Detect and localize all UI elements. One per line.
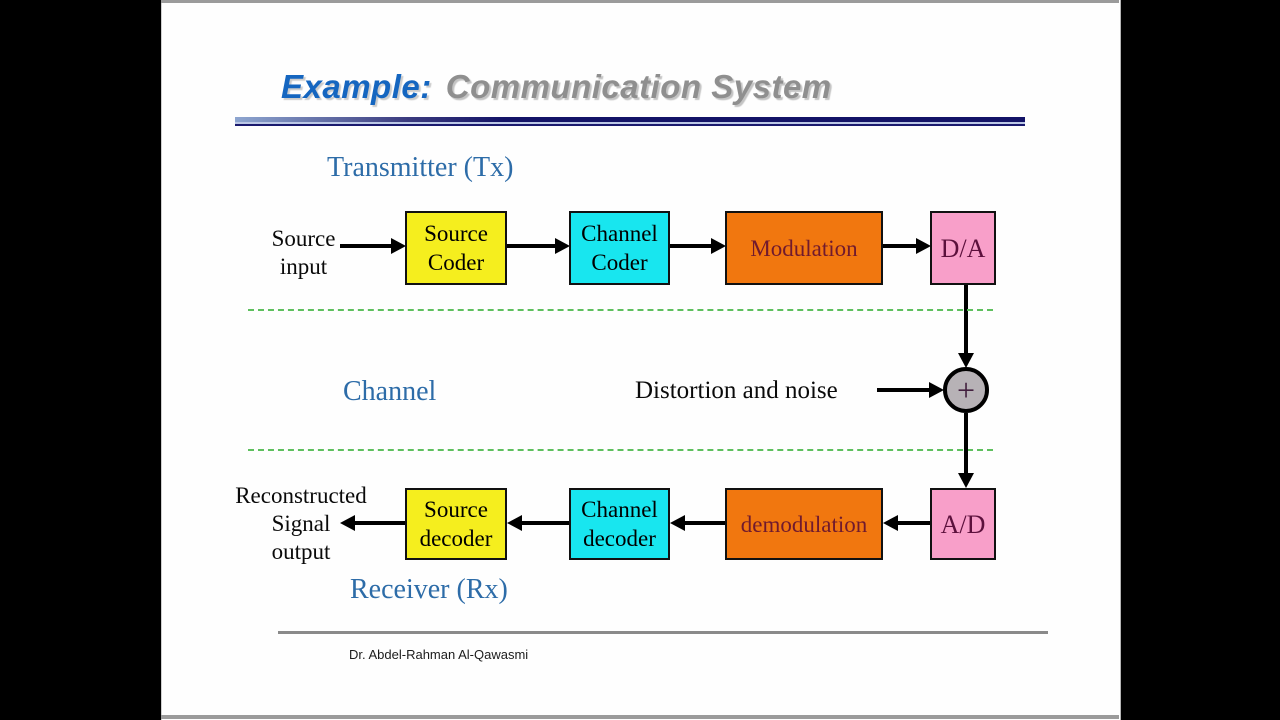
transmitter-section-label: Transmitter (Tx) (327, 152, 514, 183)
channel-boundary-bottom (248, 449, 993, 451)
arrow-modulation-to-da (883, 244, 916, 248)
block-da-converter: D/A (930, 211, 996, 285)
distortion-noise-label: Distortion and noise (635, 377, 838, 404)
top-border-line (161, 0, 1119, 3)
arrowhead-right-icon (916, 238, 931, 254)
arrow-input-to-source-coder (340, 244, 391, 248)
slide-title: Example: Communication System (281, 68, 832, 106)
arrow-noise-to-adder (877, 388, 929, 392)
adder-node: + (943, 367, 989, 413)
block-demodulation: demodulation (725, 488, 883, 560)
title-prefix: Example: (281, 68, 432, 105)
arrowhead-left-icon (883, 515, 898, 531)
source-input-label: Source input (271, 226, 336, 279)
arrow-source-decoder-to-output (354, 521, 405, 525)
title-underline-rule (235, 117, 1025, 126)
arrowhead-right-icon (929, 382, 944, 398)
arrowhead-left-icon (507, 515, 522, 531)
channel-boundary-top (248, 309, 993, 311)
block-source-coder: Source Coder (405, 211, 507, 285)
footer-author: Dr. Abdel-Rahman Al-Qawasmi (349, 647, 529, 662)
title-text: Communication System (445, 68, 832, 105)
arrow-ad-to-demodulation (897, 521, 930, 525)
arrowhead-right-icon (555, 238, 570, 254)
arrowhead-down-icon (958, 473, 974, 488)
footer-divider-line (278, 631, 1048, 634)
arrowhead-left-icon (340, 515, 355, 531)
arrowhead-right-icon (391, 238, 406, 254)
block-channel-coder: Channel Coder (569, 211, 670, 285)
arrowhead-down-icon (958, 353, 974, 368)
arrow-demodulation-to-channel-decoder (684, 521, 725, 525)
arrowhead-left-icon (670, 515, 685, 531)
arrow-channel-decoder-to-source-decoder (521, 521, 569, 525)
line-da-to-adder (964, 285, 968, 355)
reconstructed-output-label: Reconstructed Signal output (235, 483, 367, 564)
block-source-decoder: Source decoder (405, 488, 507, 560)
arrow-source-to-channel-coder (507, 244, 555, 248)
block-channel-decoder: Channel decoder (569, 488, 670, 560)
arrow-channel-coder-to-modulation (670, 244, 711, 248)
line-adder-to-ad (964, 413, 968, 475)
receiver-section-label: Receiver (Rx) (350, 574, 508, 605)
slide-background (161, 0, 1121, 720)
block-ad-converter: A/D (930, 488, 996, 560)
arrowhead-right-icon (711, 238, 726, 254)
block-modulation: Modulation (725, 211, 883, 285)
bottom-border-line (161, 715, 1119, 719)
channel-section-label: Channel (343, 376, 437, 407)
